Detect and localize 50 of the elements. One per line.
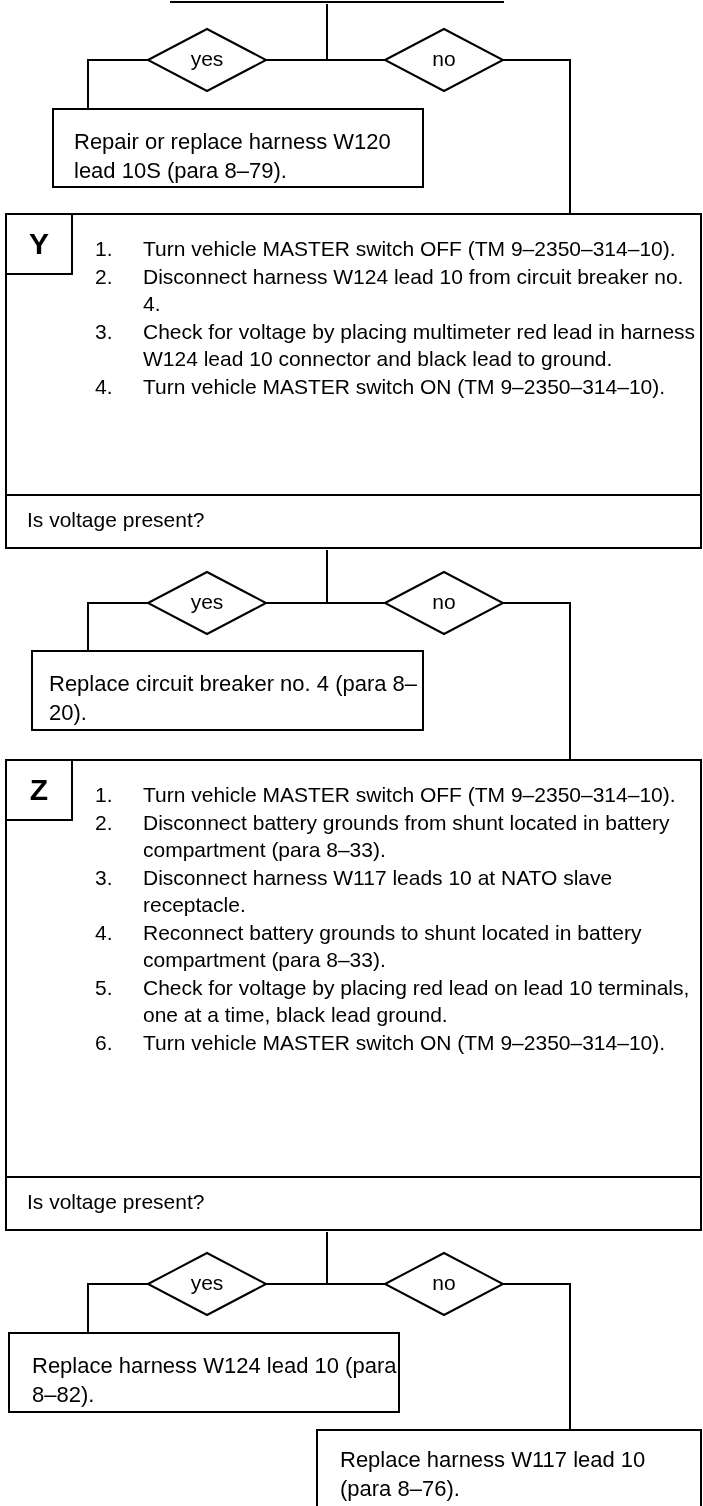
- step-number: 4.: [95, 373, 114, 400]
- step-letter-box: Y: [5, 213, 73, 275]
- connector-line: [87, 1283, 149, 1334]
- connector-line: [502, 602, 571, 761]
- step-letter-box: Z: [5, 759, 73, 821]
- connector-line: [87, 602, 149, 652]
- connector-line: [326, 1231, 386, 1285]
- procedure-box: [5, 213, 702, 549]
- question-text: Is voltage present?: [27, 508, 205, 531]
- step-text: Turn vehicle MASTER switch ON (TM 9–2350–314–10).: [143, 1029, 667, 1056]
- connector-line: [326, 549, 386, 604]
- step-number: 3.: [95, 864, 114, 891]
- step-number: 4.: [95, 919, 114, 946]
- step-number: 2.: [95, 263, 114, 290]
- decision-label: no: [431, 46, 457, 71]
- action-text: Repair or replace harness W120 lead 10S (para 8–79).: [73, 128, 392, 185]
- step-number: 1.: [95, 236, 114, 262]
- decision-label: yes: [189, 1270, 225, 1295]
- connector-line: [87, 59, 149, 110]
- step-number: 5.: [95, 974, 114, 1001]
- action-text: Replace circuit breaker no. 4 (para 8–20).: [48, 670, 419, 727]
- process-box: [52, 108, 424, 188]
- step-number: 2.: [95, 809, 114, 836]
- action-text: Replace harness W117 lead 10 (para 8–76).: [339, 1446, 647, 1503]
- decision-label: yes: [189, 46, 225, 71]
- process-box: [31, 650, 424, 731]
- step-text: Disconnect harness W117 leads 10 at NATO slave receptacle.: [143, 864, 614, 918]
- step-text: Disconnect battery grounds from shunt located in battery compartment (para 8–33).: [143, 809, 671, 863]
- step-number: 6.: [95, 1029, 114, 1056]
- connector-line: [326, 3, 386, 61]
- step-text: Turn vehicle MASTER switch OFF (TM 9–2350–314–10).: [143, 236, 677, 262]
- step-text: Check for voltage by placing multimeter red lead in harness W124 lead 10 connector and black lead to ground.: [143, 318, 696, 372]
- step-text: Disconnect harness W124 lead 10 from circuit breaker no. 4.: [143, 263, 685, 317]
- process-box: [8, 1332, 400, 1413]
- procedure-box: [5, 759, 702, 1231]
- connector-bar: [170, 1, 504, 5]
- process-box: [316, 1429, 702, 1506]
- step-number: 1.: [95, 782, 114, 808]
- decision-label: yes: [189, 589, 225, 614]
- connector-line: [502, 59, 571, 215]
- step-text: Reconnect battery grounds to shunt located in battery compartment (para 8–33).: [143, 919, 643, 973]
- connector-line: [502, 1283, 571, 1431]
- step-text: Check for voltage by placing red lead on lead 10 terminals, one at a time, black lead ground.: [143, 974, 691, 1028]
- step-number: 3.: [95, 318, 114, 345]
- question-text: Is voltage present?: [27, 1190, 205, 1213]
- decision-label: no: [431, 589, 457, 614]
- action-text: Replace harness W124 lead 10 (para 8–82).: [31, 1352, 398, 1409]
- decision-label: no: [431, 1270, 457, 1295]
- step-text: Turn vehicle MASTER switch OFF (TM 9–2350–314–10).: [143, 782, 677, 808]
- step-text: Turn vehicle MASTER switch ON (TM 9–2350–314–10).: [143, 373, 667, 400]
